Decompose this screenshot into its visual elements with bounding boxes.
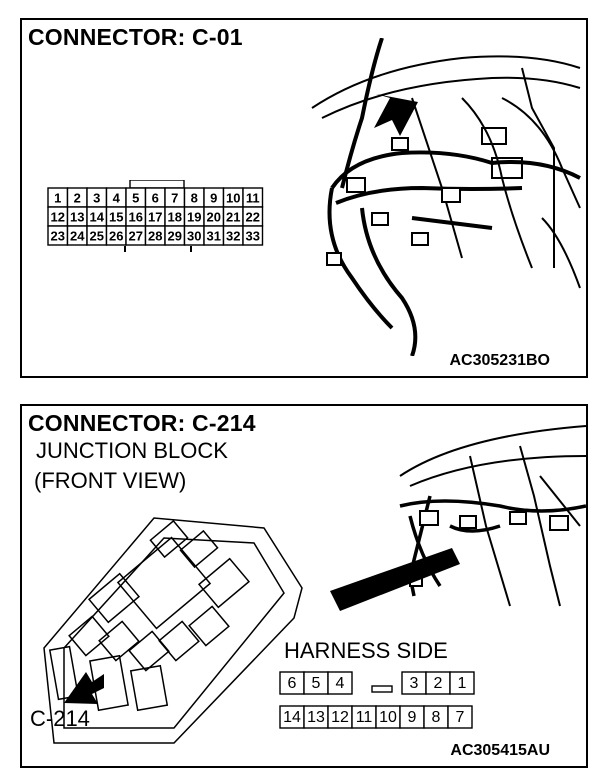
c01-pin-5-label: 5 [132, 191, 139, 206]
connector-c01-title: CONNECTOR: C-01 [28, 24, 243, 50]
c01-pin-18-label: 18 [168, 210, 182, 225]
connector-c01-code: AC305231BO [449, 352, 551, 369]
c214-pin-14-label: 14 [283, 709, 301, 726]
c01-pin-6-label: 6 [152, 191, 159, 206]
c01-pin-16-label: 16 [129, 210, 143, 225]
c214-pin-6-label: 6 [288, 675, 297, 692]
c01-pin-30-label: 30 [187, 229, 201, 244]
front-view-label: (FRONT VIEW) [34, 468, 187, 493]
c214-pin-4-label: 4 [336, 675, 345, 692]
c214-pin-8-label: 8 [432, 709, 441, 726]
connector-c214-code: AC305415AU [450, 742, 550, 759]
c01-pin-10-label: 10 [226, 191, 240, 206]
c214-pin-11-label: 11 [356, 709, 373, 726]
c01-pin-3-label: 3 [93, 191, 100, 206]
c01-pin-2-label: 2 [74, 191, 81, 206]
dashboard-harness-illustration [311, 38, 581, 356]
c01-pin-13-label: 13 [70, 210, 84, 225]
c01-pin-19-label: 19 [187, 210, 201, 225]
dashboard-junction-illustration [330, 425, 586, 611]
c01-pin-20-label: 20 [207, 210, 221, 225]
c214-callout: C-214 [30, 706, 90, 731]
c01-pin-24-label: 24 [70, 229, 85, 244]
c01-pin-33-label: 33 [246, 229, 260, 244]
c214-pin-4-cell [327, 671, 353, 695]
junction-block-illustration [43, 517, 303, 744]
c01-pin-12-label: 12 [51, 210, 65, 225]
c214-pin-7-label: 7 [456, 709, 465, 726]
c01-pin-8-label: 8 [191, 191, 198, 206]
c01-pin-26-label: 26 [109, 229, 123, 244]
c01-pin-25-label: 25 [90, 229, 104, 244]
c214-pin-7-cell [447, 705, 473, 729]
c214-pin-13-label: 13 [307, 709, 325, 726]
c01-pin-4-label: 4 [113, 191, 121, 206]
harness-side-label: HARNESS SIDE [284, 638, 448, 663]
c01-pin-33-cell [242, 225, 264, 246]
c01-pin-7-label: 7 [171, 191, 178, 206]
c214-pin-12-label: 12 [331, 709, 349, 726]
c01-pin-32-label: 32 [226, 229, 240, 244]
c01-pin-11-label: 11 [246, 191, 260, 206]
c01-pin-28-label: 28 [148, 229, 162, 244]
c01-pin-22-label: 22 [246, 210, 260, 225]
c214-pin-1-cell [449, 671, 475, 695]
c01-pin-1-label: 1 [54, 191, 61, 206]
c214-pin-10-label: 10 [379, 709, 397, 726]
connector-c214-panel: CONNECTOR: C-214 JUNCTION BLOCK (FRONT V… [20, 404, 588, 768]
junction-block-label: JUNCTION BLOCK [36, 438, 228, 463]
c214-pin-2-label: 2 [434, 675, 443, 692]
c01-pin-17-label: 17 [148, 210, 162, 225]
c01-pin-15-label: 15 [109, 210, 123, 225]
c01-pin-31-label: 31 [207, 229, 221, 244]
connector-c214-title: CONNECTOR: C-214 [28, 410, 256, 436]
c214-pin-1-label: 1 [458, 675, 467, 692]
c01-pin-9-label: 9 [210, 191, 217, 206]
c214-pin-5-label: 5 [312, 675, 321, 692]
c01-pin-29-label: 29 [168, 229, 182, 244]
c01-pin-21-label: 21 [226, 210, 240, 225]
c214-pin-9-label: 9 [408, 709, 417, 726]
c01-pin-27-label: 27 [129, 229, 143, 244]
c01-pin-14-label: 14 [90, 210, 105, 225]
c214-pin-3-label: 3 [410, 675, 419, 692]
c01-pin-23-label: 23 [51, 229, 65, 244]
